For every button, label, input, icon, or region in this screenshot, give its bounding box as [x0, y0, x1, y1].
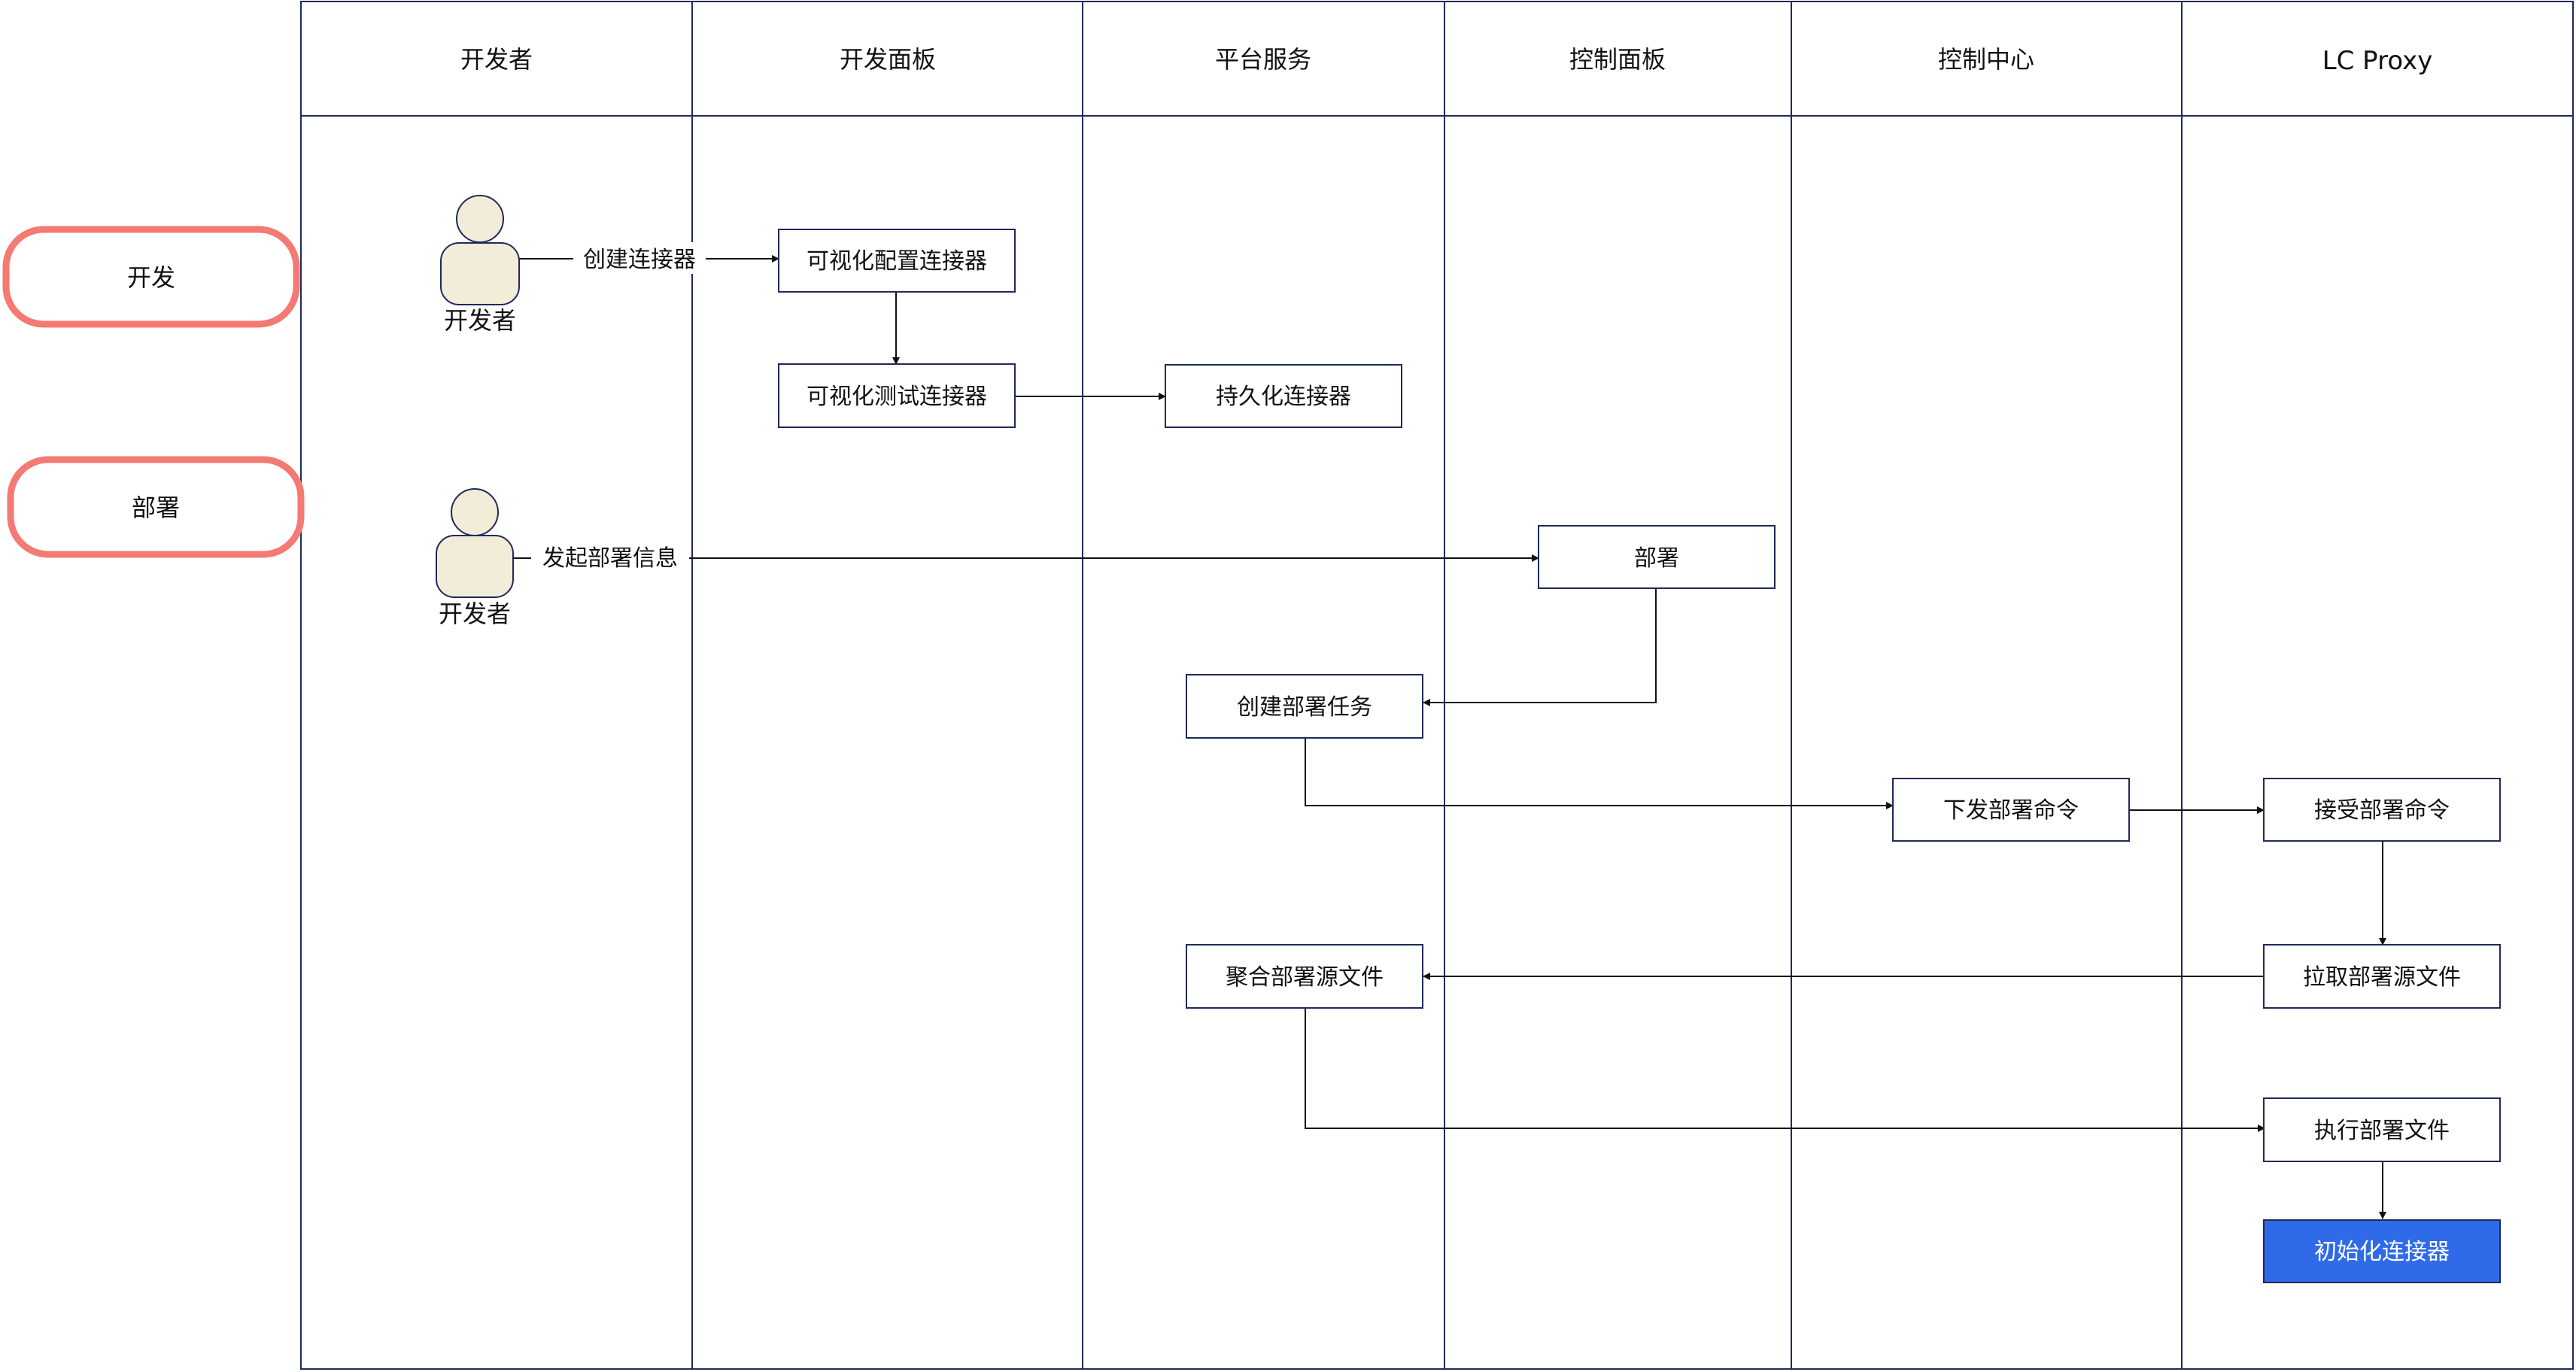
process-label: 持久化连接器 — [1216, 384, 1351, 410]
lane-header-developer: 开发者 — [460, 45, 533, 74]
actor-developer-1: 开发者 — [440, 195, 520, 335]
edge-task-to-issue — [1305, 738, 1894, 809]
process-box-visual-config[interactable]: 可视化配置连接器 — [778, 229, 1016, 293]
edge-deploy-to-task — [1423, 588, 1657, 706]
edge-label-create-connector-group: 创建连接器 — [573, 242, 706, 274]
process-label: 聚合部署源文件 — [1226, 964, 1384, 991]
actor-head — [456, 195, 504, 243]
edge-aggregate-to-exec — [1305, 1008, 2265, 1132]
phase-develop: 开发 — [2, 226, 300, 328]
process-label: 执行部署文件 — [2314, 1118, 2450, 1144]
phase-deploy: 部署 — [7, 456, 305, 558]
process-box-issue-command[interactable]: 下发部署命令 — [1892, 778, 2130, 842]
edge-label-initiate-deploy-group: 发起部署信息 — [531, 542, 689, 573]
lane-header-dev-panel: 开发面板 — [840, 45, 936, 74]
process-box-deploy[interactable]: 部署 — [1538, 525, 1776, 589]
process-label: 拉取部署源文件 — [2303, 964, 2461, 991]
process-box-exec-files[interactable]: 执行部署文件 — [2263, 1097, 2501, 1162]
phase-develop-label: 开发 — [127, 263, 175, 292]
process-box-aggregate-files[interactable]: 聚合部署源文件 — [1186, 944, 1423, 1009]
actor-label: 开发者 — [439, 599, 511, 628]
process-label: 可视化测试连接器 — [807, 384, 987, 410]
process-label: 下发部署命令 — [1943, 797, 2079, 824]
process-box-create-task[interactable]: 创建部署任务 — [1186, 674, 1423, 739]
edge-label-create-connector: 创建连接器 — [583, 247, 696, 273]
lane-header-platform-service: 平台服务 — [1215, 45, 1311, 74]
process-label: 创建部署任务 — [1237, 694, 1372, 721]
process-label: 初始化连接器 — [2314, 1239, 2450, 1265]
process-box-persist[interactable]: 持久化连接器 — [1165, 364, 1402, 428]
phase-deploy-label: 部署 — [132, 493, 180, 522]
actor-body — [436, 535, 514, 598]
process-label: 部署 — [1634, 545, 1679, 572]
actor-head — [451, 488, 499, 536]
process-box-init-connector[interactable]: 初始化连接器 — [2263, 1219, 2501, 1283]
process-box-pull-files[interactable]: 拉取部署源文件 — [2263, 944, 2501, 1009]
lane-header-lc-proxy: LC Proxy — [2322, 46, 2433, 76]
process-label: 接受部署命令 — [2314, 797, 2450, 824]
actor-developer-2: 开发者 — [436, 488, 514, 628]
process-label: 可视化配置连接器 — [807, 248, 987, 275]
edge-label-initiate-deploy: 发起部署信息 — [542, 545, 678, 572]
lane-headers: 开发者 开发面板 平台服务 控制面板 控制中心 LC Proxy — [460, 45, 2432, 76]
lane-header-control-panel: 控制面板 — [1569, 45, 1666, 74]
lane-header-control-center: 控制中心 — [1938, 45, 2034, 74]
process-box-accept-command[interactable]: 接受部署命令 — [2263, 778, 2501, 842]
actor-label: 开发者 — [444, 306, 516, 335]
process-box-visual-test[interactable]: 可视化测试连接器 — [778, 363, 1016, 428]
actor-body — [440, 242, 520, 305]
swimlane-frame — [300, 1, 2574, 1370]
